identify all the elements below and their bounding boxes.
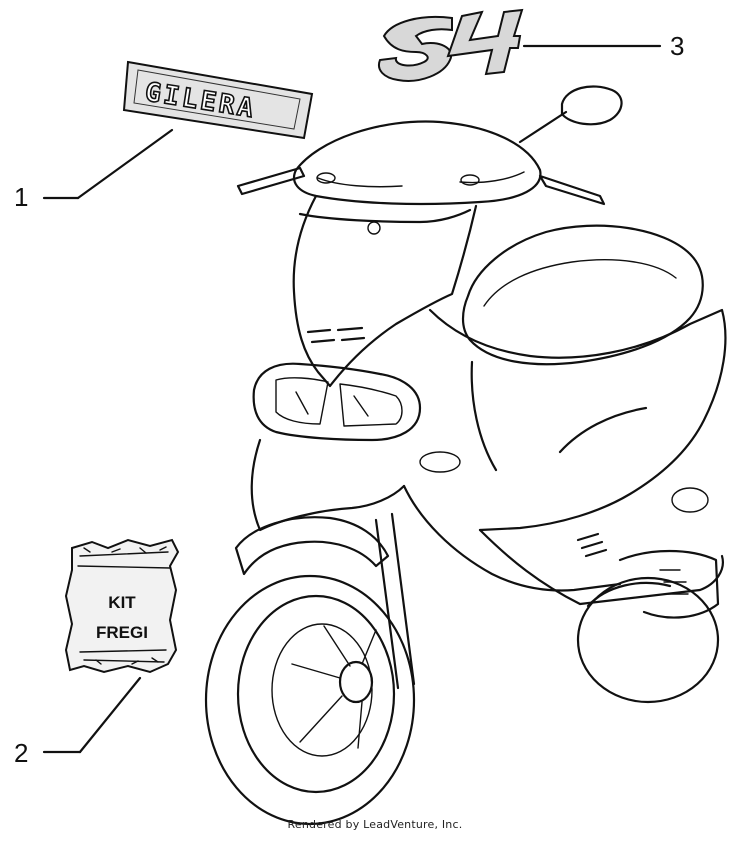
callout-2-leader xyxy=(42,676,142,754)
handlebar-left xyxy=(236,166,306,196)
callout-3-number[interactable]: 3 xyxy=(670,31,684,61)
seat xyxy=(461,224,704,366)
mirror xyxy=(518,85,623,144)
footer-credit: Rendered by LeadVenture, Inc. xyxy=(287,818,463,831)
front-wheel xyxy=(204,574,416,826)
front-shield xyxy=(292,194,478,388)
decal-54[interactable]: 54 xyxy=(378,8,524,82)
handlebar-right xyxy=(538,174,606,206)
headset xyxy=(292,120,542,206)
front-fender xyxy=(234,516,390,576)
decal-kit-package[interactable]: KIT FREGI xyxy=(64,538,180,674)
kit-label-line1: KIT xyxy=(108,593,136,612)
callout-2-number[interactable]: 2 xyxy=(14,738,28,768)
kit-label-line2: FREGI xyxy=(96,623,148,642)
rear-wheel xyxy=(576,576,720,704)
headlight xyxy=(252,362,422,442)
callout-1-leader xyxy=(42,128,174,200)
side-panel xyxy=(428,308,727,532)
callout-1-number[interactable]: 1 xyxy=(14,182,28,212)
scooter-illustration xyxy=(204,85,727,826)
decal-gilera[interactable]: GILERA xyxy=(122,60,314,140)
